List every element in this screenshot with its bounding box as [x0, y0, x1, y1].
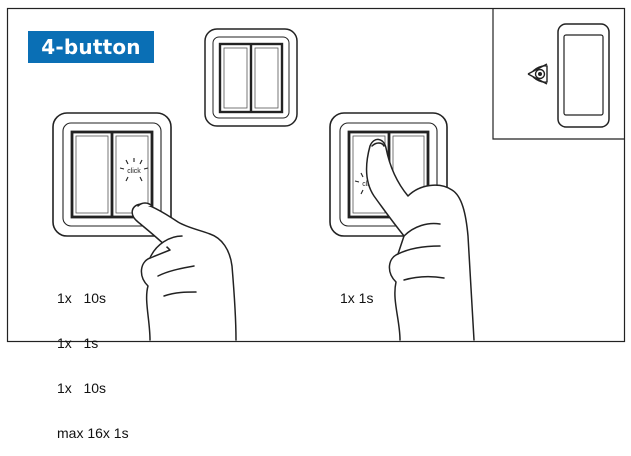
- eye-icon: [527, 63, 548, 85]
- left-step: 1x 10s: [57, 380, 107, 396]
- left-step: max 16x 1s: [57, 425, 129, 441]
- wall-switch-icon: [52, 112, 172, 237]
- click-burst: [119, 158, 149, 182]
- smartphone-icon: [557, 23, 610, 128]
- left-step: 1x 10s: [57, 290, 107, 306]
- right-switch-press: click: [329, 112, 475, 341]
- hand-pointer-icon: [365, 138, 475, 341]
- left-press-sequence: 1x 10s 1x 1s 1x 10s max 16x 1s: [57, 261, 129, 456]
- left-step: 1x 1s: [57, 335, 99, 351]
- instruction-diagram: click click: [6, 7, 626, 343]
- four-button-badge: 4-button: [28, 31, 154, 63]
- left-switch-press: click: [52, 112, 237, 341]
- outer-frame: [6, 7, 626, 343]
- hand-pointer-icon: [131, 202, 237, 341]
- observe-phone-inset: [492, 9, 625, 140]
- right-step: 1x 1s: [340, 290, 374, 306]
- right-press-sequence: 1x 1s: [340, 261, 373, 321]
- click-label: click: [127, 168, 141, 175]
- wall-switch-icon: [204, 28, 298, 127]
